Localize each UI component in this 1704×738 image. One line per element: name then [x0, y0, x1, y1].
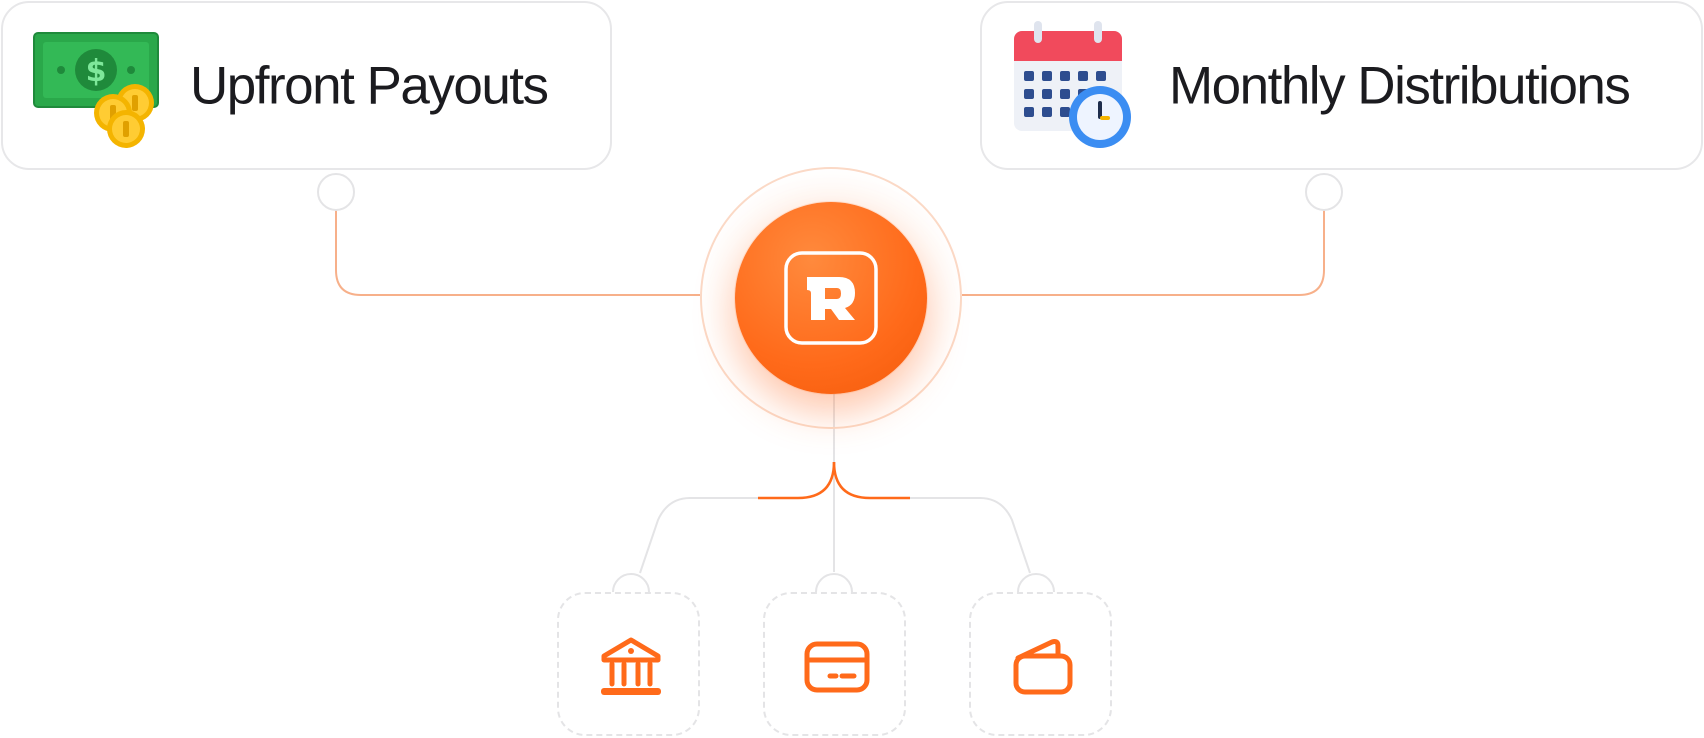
branch-left [639, 461, 835, 574]
brand-r-logo-icon [783, 250, 879, 346]
credit-card-method-slot[interactable] [763, 592, 906, 736]
right-connector [962, 210, 1325, 296]
svg-text:$: $ [86, 54, 107, 89]
money-bill-coins-icon: $ [31, 25, 161, 155]
bank-method-slot[interactable] [557, 592, 700, 736]
monthly-distributions-title: Monthly Distributions [1169, 56, 1631, 115]
hub-circle [735, 202, 927, 394]
monthly-distributions-card: Monthly Distributions [980, 1, 1703, 170]
credit-card-icon [804, 641, 870, 693]
left-connector [335, 210, 700, 296]
branch-right [833, 461, 1031, 574]
branch-left-highlight [758, 461, 836, 500]
upfront-payouts-title: Upfront Payouts [190, 56, 549, 115]
branch-right-highlight [832, 461, 910, 500]
upfront-payouts-card: $ Upfront Payouts [1, 1, 612, 170]
bank-icon [601, 637, 661, 695]
wallet-icon [1013, 639, 1073, 695]
wallet-method-slot[interactable] [969, 592, 1112, 736]
hub-ring [700, 167, 962, 429]
left-card-node [317, 173, 355, 211]
right-card-node [1305, 173, 1343, 211]
calendar-clock-icon [1014, 21, 1144, 151]
